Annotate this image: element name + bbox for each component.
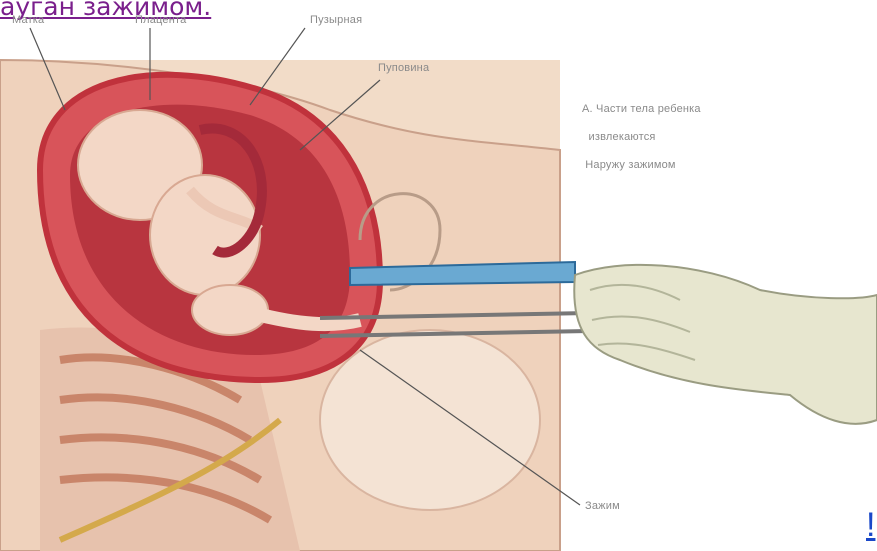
bladder — [320, 330, 540, 510]
corner-link[interactable]: ! — [866, 505, 875, 545]
label-umbilical-cord: Пуповина — [378, 62, 429, 74]
label-sac: Пузырная — [310, 14, 362, 26]
label-placenta: Плацента — [135, 14, 186, 26]
label-forceps: Зажим — [585, 500, 620, 512]
figure-caption: А. Части тела ребенка извлекаются Наружу… — [582, 95, 701, 179]
label-uterus: Матка — [12, 14, 44, 26]
